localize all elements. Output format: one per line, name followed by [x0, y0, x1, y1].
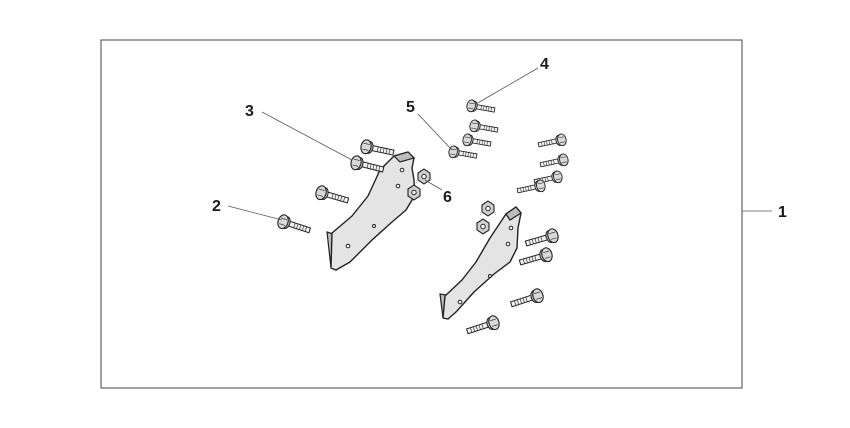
callout-3: 3	[245, 103, 254, 120]
right-bracket	[439, 206, 522, 320]
bolt-icon	[461, 132, 493, 151]
bolt-icon	[275, 212, 313, 238]
bolt-icon	[508, 286, 546, 312]
bolt-icon	[447, 144, 479, 163]
bolt-icon	[359, 138, 396, 161]
callout-6: 6	[443, 189, 452, 206]
leader-line-4	[475, 67, 539, 105]
leader-line-3	[261, 111, 353, 161]
nut-icon	[481, 200, 495, 217]
bolt-icon	[538, 152, 570, 172]
left-bracket	[326, 151, 416, 271]
bolt-icon	[464, 313, 502, 339]
leader-line-6	[424, 179, 443, 191]
bolt-icon	[523, 227, 561, 251]
kit-frame	[100, 39, 743, 389]
bolt-icon	[517, 246, 555, 270]
leader-line-5	[417, 113, 453, 151]
nut-icon	[407, 184, 421, 201]
callout-1: 1	[778, 204, 787, 221]
bolt-icon	[313, 184, 351, 208]
bolt-icon	[515, 178, 547, 198]
callout-5: 5	[406, 99, 415, 116]
bolt-icon	[468, 118, 500, 137]
leader-line-2	[227, 205, 283, 221]
bolt-icon	[536, 132, 568, 152]
callout-4: 4	[540, 56, 549, 73]
nut-icon	[476, 218, 490, 235]
bolt-icon	[465, 98, 497, 117]
callout-2: 2	[212, 198, 221, 215]
